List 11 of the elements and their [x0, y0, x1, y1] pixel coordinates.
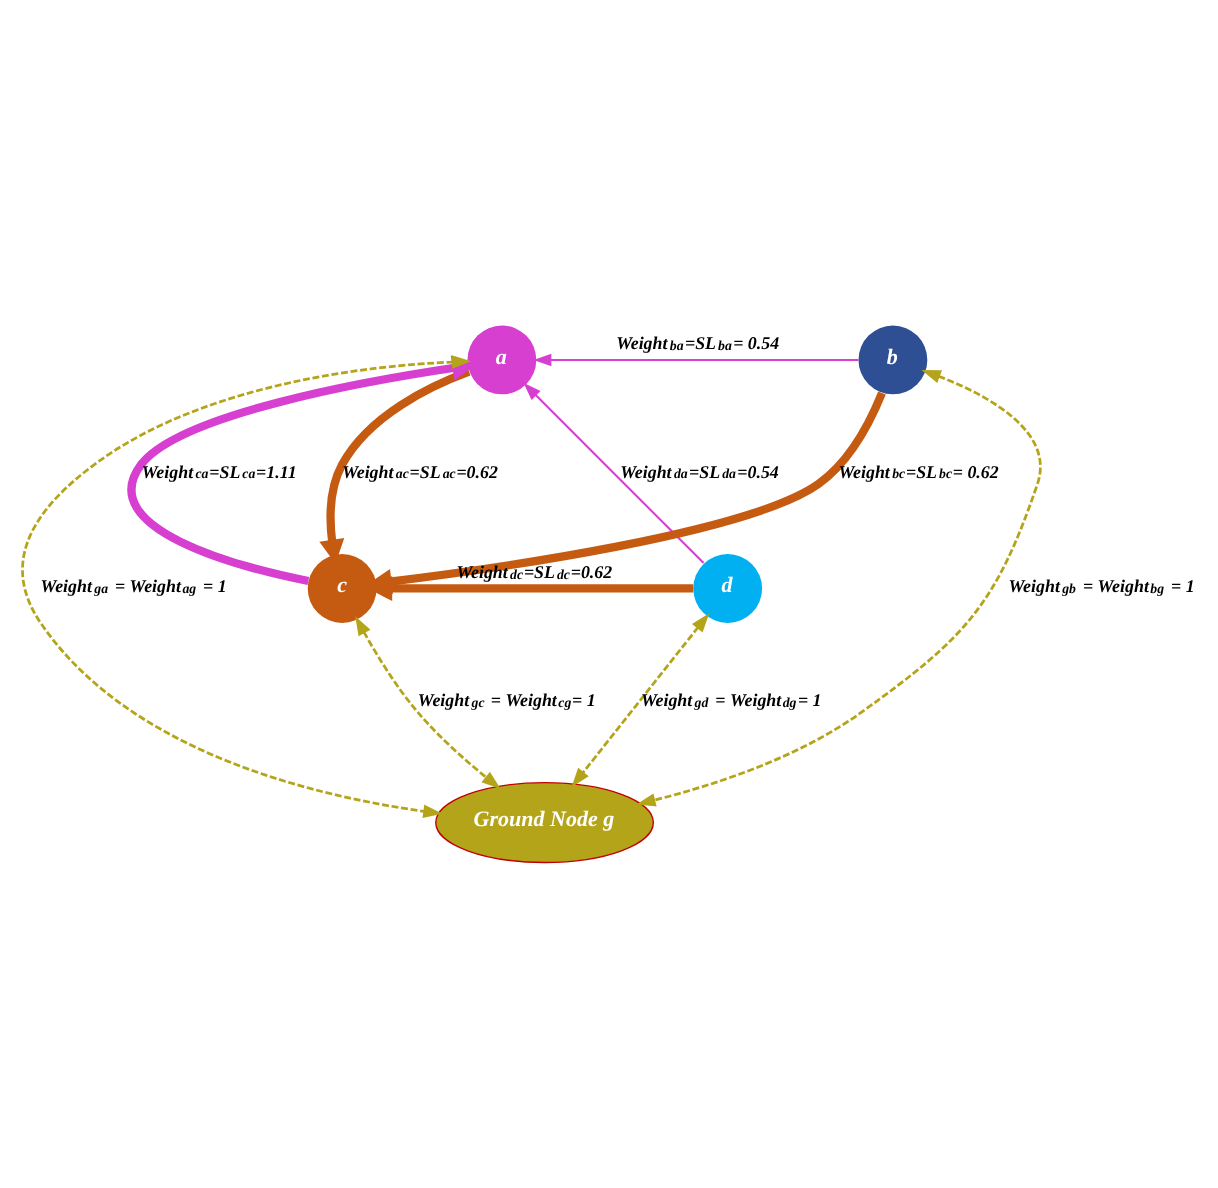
arrow: [523, 382, 705, 564]
node-circle: b: [858, 325, 928, 395]
node-circle: c: [307, 554, 377, 623]
arrow: [636, 369, 1042, 807]
node-circle: a: [467, 325, 537, 395]
node-circle: d: [693, 554, 763, 623]
arrow: [355, 616, 501, 790]
arrow: [127, 355, 477, 586]
arrow: [21, 355, 472, 818]
arrow: [571, 613, 710, 788]
arrow: [533, 353, 859, 367]
